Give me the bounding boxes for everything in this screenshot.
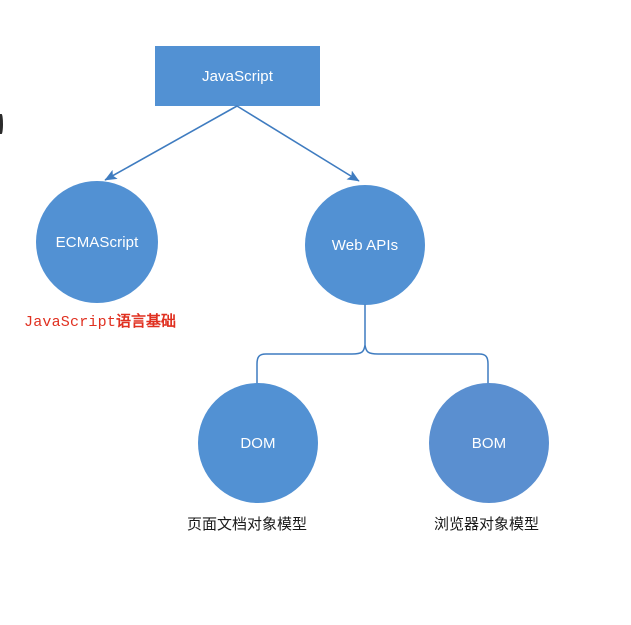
node-dom-shape (198, 383, 318, 503)
caption-ecmascript: JavaScript语言基础 (24, 310, 176, 331)
edge-artifact (0, 114, 3, 134)
arrow-javascript-to-ecmascript (104, 105, 238, 181)
node-ecmascript-shape (36, 181, 158, 303)
node-dom-label: DOM (240, 435, 276, 452)
brace-connector-webapis (256, 304, 489, 385)
node-webapis-label: Web APIs (331, 237, 399, 254)
caption-bom: 浏览器对象模型 (434, 516, 540, 533)
node-ecmascript-label: ECMAScript (55, 234, 139, 251)
caption-ecmascript-cjk: 语言基础 (116, 312, 177, 330)
node-javascript-shape (155, 46, 320, 106)
caption-ecmascript-latin: JavaScript (24, 314, 117, 331)
arrow-javascript-to-webapis (236, 105, 360, 182)
node-javascript-label: JavaScript (201, 68, 274, 85)
node-bom-shape (429, 383, 549, 503)
node-bom-label: BOM (471, 435, 507, 452)
node-webapis-shape (305, 185, 425, 305)
caption-dom: 页面文档对象模型 (187, 516, 308, 533)
